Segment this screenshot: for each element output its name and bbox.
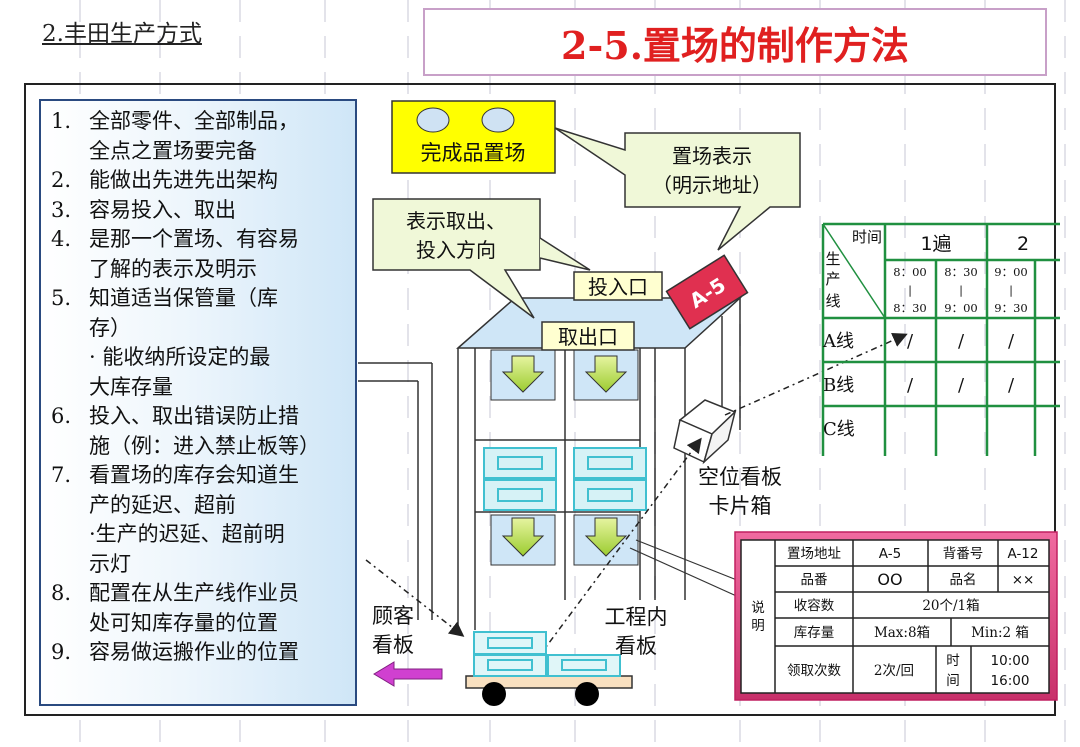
list-subitem: · 能收纳所设定的最大库存量 [89,345,271,399]
page-title: 2-5.置场的制作方法 [561,22,909,68]
svg-text:9：00: 9：00 [944,301,977,315]
principles-list: 1.全部零件、全部制品，全点之置场要完备 2.能做出先进先出架构 3.容易投入、… [41,101,355,668]
svg-text:A-12: A-12 [1008,546,1039,562]
process-kanban-label: 看板 [615,634,657,658]
svg-text:库存量: 库存量 [794,625,835,641]
customer-kanban-label: 顾客 [372,604,414,628]
svg-text:取出口: 取出口 [558,325,618,349]
svg-text:8：00: 8：00 [893,265,926,279]
svg-text:生: 生 [825,250,840,268]
finished-product-area: 完成品置场 [391,100,556,174]
svg-text:明: 明 [751,618,765,634]
svg-text:9：30: 9：30 [994,301,1027,315]
customer-kanban-label: 看板 [372,633,414,657]
arrow-down-icon [573,514,639,566]
svg-text:9：00: 9：00 [994,265,1027,279]
list-subitem: ·生产的迟延、超前明示灯 [89,522,285,576]
section-subtitle: 2.丰田生产方式 [42,21,202,47]
svg-text:（明示地址）: （明示地址） [652,173,772,197]
svg-text:10:00: 10:00 [991,653,1030,669]
content-frame [24,83,1056,716]
svg-text:间: 间 [946,673,960,689]
list-item: 4.是那一个置场、有容易了解的表示及明示 [51,227,299,281]
svg-text:Max:8箱: Max:8箱 [874,625,930,641]
svg-text:/: / [907,375,914,396]
svg-text:A-5: A-5 [879,546,901,562]
svg-text:投入方向: 投入方向 [416,238,496,262]
svg-text:投入口: 投入口 [588,275,648,299]
svg-text:16:00: 16:00 [991,673,1030,689]
svg-text:表示取出、: 表示取出、 [406,209,506,233]
svg-text:品番: 品番 [801,572,829,588]
svg-text:Min:2 箱: Min:2 箱 [971,625,1029,641]
svg-text:OO: OO [877,570,902,589]
svg-text:说: 说 [751,600,765,616]
list-item: 1.全部零件、全部制品，全点之置场要完备 [51,109,299,163]
arrow-down-icon [490,349,556,401]
list-item: 2.能做出先进先出架构 [51,168,278,192]
arrow-down-icon [573,349,639,401]
schedule-col-header: 1遍 [920,233,951,255]
kanban-card: 说 明 置场地址 A-5 背番号 A-12 品番 OO 品名 ×× 收容数 20… [734,531,1058,701]
process-kanban-label: 工程内 [605,605,668,629]
svg-text:8：30: 8：30 [893,301,926,315]
svg-text:××: ×× [1012,572,1035,588]
callout-direction: 表示取出、 投入方向 [372,198,591,319]
svg-text:背番号: 背番号 [943,546,984,562]
empty-box-label: 空位看板 [698,465,782,489]
svg-text:8：30: 8：30 [944,265,977,279]
list-item: 8.配置在从生产线作业员处可知库存量的位置 [51,581,299,635]
entry-label: 投入口 [573,271,663,301]
schedule-row-label: C线 [823,419,855,440]
callout-address: 置场表示 （明示地址） [554,127,801,251]
svg-text:/: / [1008,375,1015,396]
svg-text:置场地址: 置场地址 [787,546,841,562]
svg-text:|: | [959,283,963,298]
title-box: 2-5.置场的制作方法 [423,8,1047,76]
principles-list-box: 1.全部零件、全部制品，全点之置场要完备 2.能做出先进先出架构 3.容易投入、… [39,99,357,706]
schedule-col-header: 2 [1017,233,1029,255]
list-item: 7.看置场的库存会知道生产的延迟、超前 [51,463,299,517]
svg-text:品名: 品名 [950,572,977,588]
exit-label: 取出口 [541,321,635,351]
svg-text:时间: 时间 [852,228,882,246]
list-item: 6.投入、取出错误防止措施（例：进入禁止板等） [51,404,320,458]
svg-text:/: / [1008,331,1015,352]
stock-boxes [483,447,647,511]
svg-text:/: / [907,331,914,352]
list-item: 3.容易投入、取出 [51,197,236,222]
svg-text:时: 时 [946,653,960,669]
svg-text:2次/回: 2次/回 [874,663,914,679]
svg-text:收容数: 收容数 [794,597,835,614]
svg-text:线: 线 [825,292,840,310]
list-item: 5.知道适当保管量（库存） [51,286,278,340]
schedule-row-label: A线 [822,331,854,352]
svg-text:产: 产 [825,270,840,288]
svg-text:|: | [908,283,912,298]
arrow-down-icon [490,514,556,566]
arrow-left-icon [373,661,443,687]
svg-text:置场表示: 置场表示 [672,144,752,168]
svg-text:/: / [958,331,965,352]
svg-text:领取次数: 领取次数 [787,663,841,679]
schedule-grid: 时间 生 产 线 1遍 2 8：00 | 8：30 8：30 | 9：00 9：… [821,222,1060,456]
svg-text:20个/1箱: 20个/1箱 [922,598,979,614]
cart [465,631,633,706]
schedule-row-label: B线 [823,375,854,396]
svg-text:完成品置场: 完成品置场 [421,141,526,165]
list-item: 9.容易做运搬作业的位置 [51,640,299,664]
location-tag: A-5 [665,254,749,330]
card-box-icon [673,399,737,465]
svg-text:/: / [958,375,965,396]
empty-box-label: 卡片箱 [709,494,772,518]
svg-text:|: | [1009,283,1013,298]
